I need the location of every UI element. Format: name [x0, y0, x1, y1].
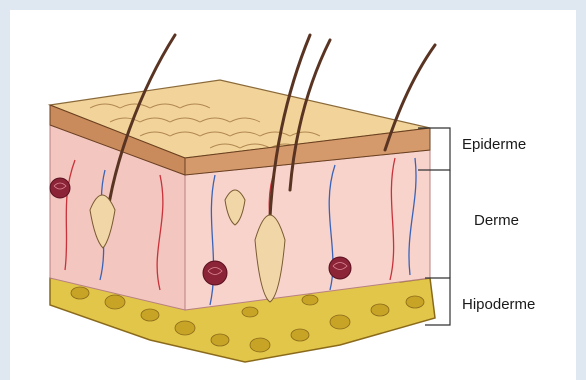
- figure-panel: Epiderme Derme Hipoderme: [10, 10, 576, 380]
- label-derme: Derme: [474, 212, 519, 229]
- skin-cross-section-illustration: [10, 10, 576, 380]
- label-hipoderme: Hipoderme: [462, 296, 535, 313]
- label-epiderme: Epiderme: [462, 136, 526, 153]
